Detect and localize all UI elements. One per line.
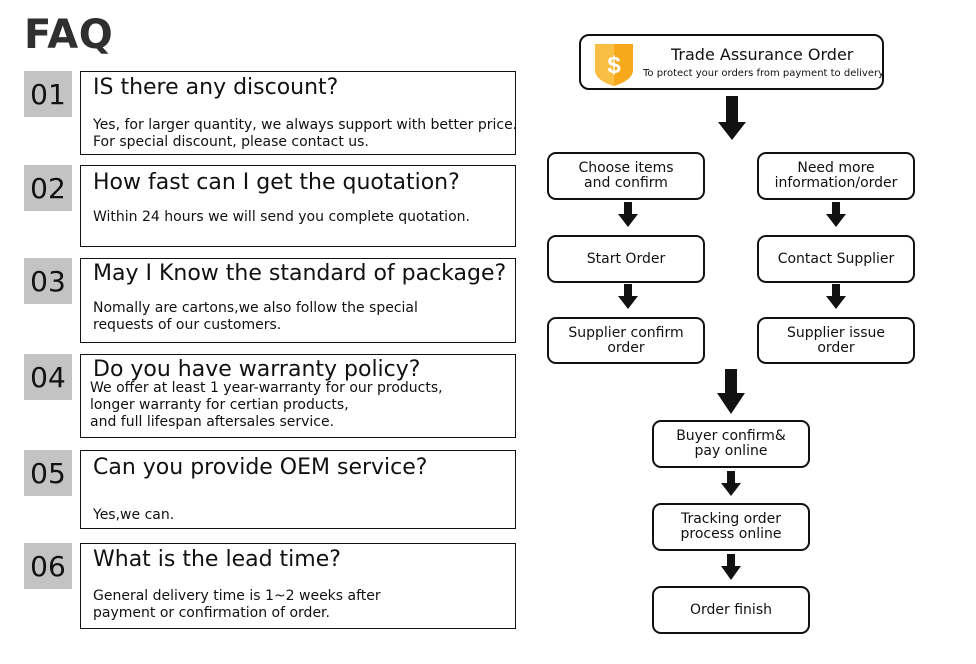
flow-step-label: pay online [694,443,768,459]
flow-step-tracking: Tracking order process online [652,503,810,551]
faq-answer: We offer at least 1 year-warranty for ou… [90,380,443,431]
arrow-down-icon [826,284,846,309]
flow-step-label: Supplier issue [786,324,886,341]
faq-question: What is the lead time? [93,547,341,572]
faq-item-05: 05 Can you provide OEM service? Yes,we c… [24,450,518,529]
flow-step-label: Choose items [578,160,674,176]
flow-step-label: order [607,339,645,356]
faq-question: Do you have warranty policy? [93,357,421,382]
arrow-down-icon [721,471,741,496]
arrow-down-icon [721,554,741,580]
faq-title: FAQ [24,12,114,58]
faq-item-02: 02 How fast can I get the quotation? Wit… [24,165,518,247]
faq-answer-line: and full lifespan aftersales service. [90,414,335,430]
flow-step-label: Supplier confirm [568,324,684,341]
faq-question: How fast can I get the quotation? [93,170,460,195]
trade-assurance-title: Trade Assurance Order [671,45,854,64]
faq-answer-line: Yes,we can. [93,507,175,523]
faq-answer: Yes, for larger quantity, we always supp… [93,117,517,151]
faq-answer-line: payment or confirmation of order. [93,605,330,621]
arrow-down-icon [618,202,638,227]
trade-assurance-subtitle: To protect your orders from payment to d… [643,68,885,79]
faq-answer: Nomally are cartons,we also follow the s… [93,300,418,334]
faq-number: 03 [24,258,72,304]
flow-step-label: Need more [797,160,875,176]
flow-step-label: process online [680,526,782,542]
faq-answer-line: General delivery time is 1~2 weeks after [93,588,381,604]
faq-answer: General delivery time is 1~2 weeks after… [93,588,381,622]
trade-assurance-box: $ Trade Assurance Order To protect your … [579,34,884,90]
flow-step-label: Start Order [586,250,666,267]
faq-card: Do you have warranty policy? We offer at… [80,354,516,438]
faq-card: Can you provide OEM service? Yes,we can. [80,450,516,529]
faq-number: 05 [24,450,72,496]
flow-step-need-more-info: Need more information/order [757,152,915,200]
flow-step-choose-items: Choose items and confirm [547,152,705,200]
flow-step-supplier-confirm: Supplier confirm order [547,317,705,364]
faq-card: What is the lead time? General delivery … [80,543,516,629]
flow-step-supplier-issue: Supplier issue order [757,317,915,364]
faq-number: 06 [24,543,72,589]
flow-step-label: information/order [774,175,898,191]
faq-card: How fast can I get the quotation? Within… [80,165,516,247]
faq-answer-line: We offer at least 1 year-warranty for ou… [90,380,443,396]
flow-step-start-order: Start Order [547,235,705,283]
faq-item-06: 06 What is the lead time? General delive… [24,543,518,629]
faq-answer-line: Yes, for larger quantity, we always supp… [93,117,518,133]
faq-answer-line: requests of our customers. [93,317,282,333]
flow-step-contact-supplier: Contact Supplier [757,235,915,283]
flow-step-label: Contact Supplier [777,250,895,267]
flow-step-label: and confirm [584,175,668,191]
arrow-down-icon [717,369,745,414]
faq-card: May I Know the standard of package? Noma… [80,258,516,343]
faq-answer-line: longer warranty for certian products, [90,397,349,413]
faq-answer-line: Nomally are cartons,we also follow the s… [93,300,418,316]
arrow-down-icon [718,96,746,140]
faq-number: 04 [24,354,72,400]
faq-card: IS there any discount? Yes, for larger q… [80,71,517,155]
faq-number: 02 [24,165,72,211]
dollar-shield-icon: $ [595,44,633,86]
dollar-sign: $ [607,52,621,79]
faq-item-04: 04 Do you have warranty policy? We offer… [24,354,518,438]
faq-question: IS there any discount? [93,75,339,100]
faq-answer: Within 24 hours we will send you complet… [93,209,470,226]
faq-item-03: 03 May I Know the standard of package? N… [24,258,518,343]
faq-number: 01 [24,71,72,117]
flow-step-label: order [817,339,855,356]
faq-question: Can you provide OEM service? [93,455,428,480]
faq-question: May I Know the standard of package? [93,261,507,286]
faq-answer: Yes,we can. [93,507,174,524]
flow-step-label: Tracking order [680,511,782,527]
flow-step-buyer-confirm: Buyer confirm& pay online [652,420,810,468]
flow-step-label: Order finish [690,601,772,618]
arrow-down-icon [618,284,638,309]
arrow-down-icon [826,202,846,227]
faq-answer-line: For special discount, please contact us. [93,134,369,150]
flow-step-order-finish: Order finish [652,586,810,634]
faq-item-01: 01 IS there any discount? Yes, for large… [24,71,518,155]
flow-step-label: Buyer confirm& [676,428,786,444]
faq-answer-line: Within 24 hours we will send you complet… [93,209,470,225]
